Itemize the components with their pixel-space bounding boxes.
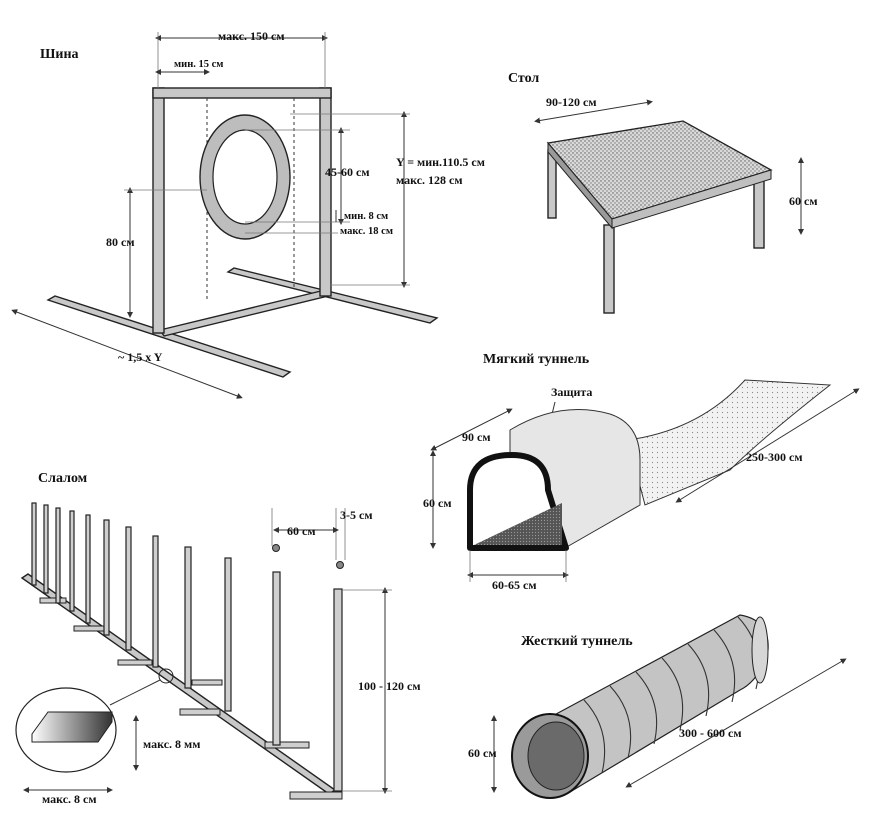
slalom-pole-height-label: 100 - 120 см [358, 679, 421, 693]
tire-ring-max-label: макс. 18 см [340, 226, 393, 237]
soft-tunnel-length-label: 250-300 см [746, 450, 803, 464]
slalom-pole-set [31, 502, 343, 792]
rigid-tunnel-exit [751, 616, 769, 684]
tire-right-post [319, 87, 332, 297]
tire-opening [212, 129, 278, 225]
tire-top-bar [152, 87, 332, 99]
rigid-tunnel-title: Жесткий туннель [521, 634, 633, 649]
tire-gap-label: мин. 15 см [174, 59, 223, 70]
soft-tunnel-title: Мягкий туннель [483, 352, 590, 367]
soft-tunnel-chute [627, 379, 832, 506]
tire-left-post [152, 87, 165, 334]
tire-jump: Шина макс. 150 см мин. 15 см Y = мин.110… [11, 29, 485, 399]
table-width-label: 90-120 см [546, 95, 597, 109]
tire-height-label: 80 см [106, 235, 135, 249]
tire-inner-diameter-label: 45-60 см [325, 165, 370, 179]
slalom-thickness-label: макс. 8 мм [143, 737, 200, 751]
tire-base-cross [158, 289, 330, 337]
table-title: Стол [508, 71, 539, 86]
table-obstacle: Стол 90-120 см 60 см [508, 71, 818, 314]
rigid-tunnel-diameter-label: 60 см [468, 746, 497, 760]
tire-y-line2: макс. 128 см [396, 173, 463, 187]
slalom-poles: Слалом [15, 471, 421, 806]
slalom-title: Слалом [38, 471, 88, 486]
slalom-feet [39, 597, 343, 800]
soft-tunnel-depth-label: 90 см [462, 430, 491, 444]
tire-title: Шина [40, 47, 79, 62]
tire-y-line1: Y = мин.110.5 см [396, 155, 485, 169]
tire-base-length-label: ~ 1,5 x Y [118, 350, 163, 364]
soft-tunnel-width-label: 60-65 см [492, 578, 537, 592]
tire-base-back-bar [226, 267, 439, 324]
soft-tunnel-floor [474, 503, 562, 545]
soft-tunnel-height-label: 60 см [423, 496, 452, 510]
table-leg-back-right [753, 179, 765, 249]
tire-width-label: макс. 150 см [218, 29, 285, 43]
rigid-tunnel-length-label: 300 - 600 см [679, 726, 742, 740]
slalom-spacing-label: 60 см [287, 524, 316, 538]
slalom-base-width-label: макс. 8 см [42, 792, 97, 806]
soft-tunnel-protection-label: Защита [551, 385, 592, 399]
table-leg-front [603, 224, 615, 314]
slalom-pole-diameter-label: 3-5 см [340, 508, 373, 522]
rigid-tunnel: Жесткий туннель 60 см 300 - 600 см [468, 614, 847, 799]
slalom-base-profile [31, 711, 113, 743]
table-height-label: 60 см [789, 194, 818, 208]
tire-ring-min-label: мин. 8 см [344, 211, 388, 222]
soft-tunnel: Мягкий туннель Защита 90 см 60 см 60-65 … [423, 352, 860, 592]
